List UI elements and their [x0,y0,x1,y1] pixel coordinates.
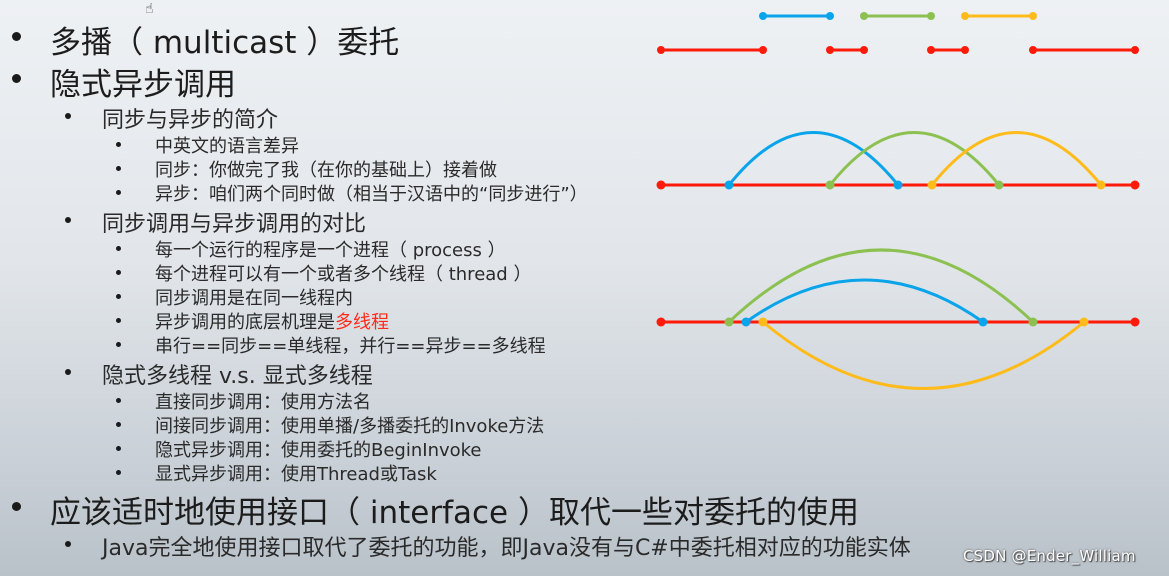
bullet-dot-icon [65,113,71,119]
bullet-dot-icon [116,166,121,171]
bullet-sync-async-intro: 同步与异步的简介 [65,102,279,134]
bullet-dot-icon [116,294,121,299]
bullet-text: 同步：你做完了我（在你的基础上）接着做 [155,160,497,181]
bullet-dot-icon [116,398,121,403]
bullet-dot-icon [12,502,21,511]
bullet-text: 异步：咱们两个同时做（相当于汉语中的“同步进行”） [155,184,588,205]
bullet-text: 多播（ multicast ）委托 [50,25,400,61]
bullet-dot-icon [116,318,121,323]
bullet-thread: 每个进程可以有一个或者多个线程（ thread ） [116,260,532,286]
bullet-text: Java完全地使用接口取代了委托的功能，即Java没有与C#中委托相对应的功能实… [102,536,911,561]
bullet-direct-sync: 直接同步调用：使用方法名 [116,388,371,414]
bullet-language-difference: 中英文的语言差异 [116,132,299,158]
bullet-multicast-delegate: 多播（ multicast ）委托 [12,17,400,62]
bullet-dot-icon [116,422,121,427]
bullet-text: 直接同步调用：使用方法名 [155,392,371,413]
bullet-dot-icon [116,270,121,275]
bullet-dot-icon [65,369,71,375]
bullet-implicit-vs-explicit: 隐式多线程 v.s. 显式多线程 [65,358,373,390]
bullet-serial-parallel: 串行==同步==单线程，并行==异步==多线程 [116,332,546,358]
highlight-multithread: 多线程 [335,312,389,333]
bullet-text: 异步调用的底层机理是 [155,312,335,333]
bullet-indirect-sync: 间接同步调用：使用单播/多播委托的Invoke方法 [116,412,545,438]
bullet-dot-icon [65,541,71,547]
bullet-implicit-async: 隐式异步调用：使用委托的BeginInvoke [116,436,482,462]
bullet-java-interface: Java完全地使用接口取代了委托的功能，即Java没有与C#中委托相对应的功能实… [65,530,911,562]
sync-timeline-diagram [657,12,1139,54]
bullet-dot-icon [116,142,121,147]
bullet-text: 间接同步调用：使用单播/多播委托的Invoke方法 [155,416,545,437]
bullet-dot-icon [12,32,21,41]
bullet-text: 串行==同步==单线程，并行==异步==多线程 [155,336,546,357]
bullet-async-multithread: 异步调用的底层机理是多线程 [116,308,389,334]
bullet-text: 隐式多线程 v.s. 显式多线程 [102,364,373,389]
bullet-process: 每一个运行的程序是一个进程（ process ） [116,236,506,262]
bullet-dot-icon [116,190,121,195]
bullet-async-definition: 异步：咱们两个同时做（相当于汉语中的“同步进行”） [116,180,588,206]
bullet-dot-icon [116,470,121,475]
bullet-text: 隐式异步调用 [50,67,236,103]
bullet-text: 同步与异步的简介 [102,108,279,133]
bullet-sync-same-thread: 同步调用是在同一线程内 [116,284,353,310]
bullet-dot-icon [65,217,71,223]
overlapping-async-diagram [656,131,1140,190]
bullet-text: 隐式异步调用：使用委托的BeginInvoke [155,440,482,461]
hand-cursor-icon: ☝ [145,1,154,17]
bullet-dot-icon [116,246,121,251]
bullet-text: 显式异步调用：使用Thread或Task [155,464,437,485]
bullet-text: 应该适时地使用接口（ interface ）取代一些对委托的使用 [50,495,859,531]
bullet-text: 每个进程可以有一个或者多个线程（ thread ） [155,264,532,285]
bullet-sync-definition: 同步：你做完了我（在你的基础上）接着做 [116,156,497,182]
bullet-dot-icon [12,74,21,83]
bullet-explicit-async: 显式异步调用：使用Thread或Task [116,460,437,486]
nested-async-diagram [656,248,1140,390]
bullet-implicit-async-call: 隐式异步调用 [12,59,236,104]
bullet-text: 同步调用与异步调用的对比 [102,212,367,237]
bullet-text: 每一个运行的程序是一个进程（ process ） [155,240,506,261]
bullet-text: 同步调用是在同一线程内 [155,288,353,309]
bullet-text: 中英文的语言差异 [155,136,299,157]
bullet-use-interface: 应该适时地使用接口（ interface ）取代一些对委托的使用 [12,487,859,532]
bullet-sync-async-comparison: 同步调用与异步调用的对比 [65,206,367,238]
csdn-watermark: CSDN @Ender_William [963,547,1136,565]
bullet-dot-icon [116,342,121,347]
bullet-dot-icon [116,446,121,451]
